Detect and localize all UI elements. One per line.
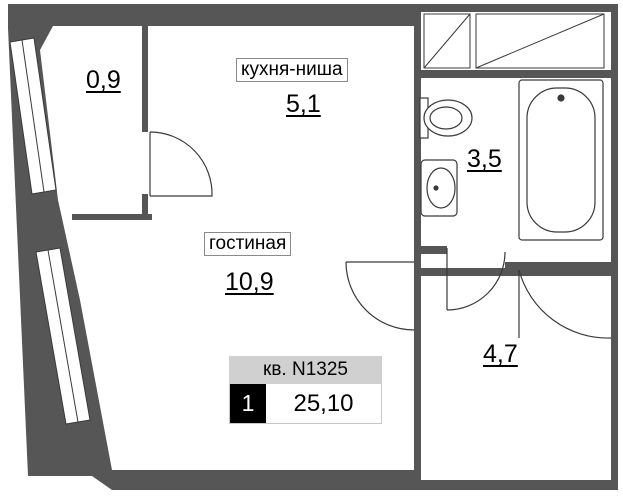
living-room-name: гостиная [204,232,292,256]
kitchen-area: 5,1 [286,90,321,118]
partitions [72,26,611,470]
apartment-summary: 1 25,10 [229,384,382,424]
total-area: 25,10 [293,390,354,417]
bathroom-area: 3,5 [467,145,502,173]
living-room-area: 10,9 [225,268,274,296]
bathtub-icon [518,79,604,241]
rooms-count-badge: 1 [230,384,266,423]
sink-icon [420,159,458,217]
apartment-number: кв. N1325 [229,356,382,384]
toilet-icon [419,97,473,139]
kitchen-name: кухня-ниша [236,58,348,82]
kitchen-units [423,13,605,69]
window-left [9,37,91,425]
hall-area: 4,7 [483,340,518,368]
storage-area: 0,9 [86,66,121,94]
door-swings [149,131,612,339]
apartment-card: кв. N1325 1 25,10 [229,356,382,424]
